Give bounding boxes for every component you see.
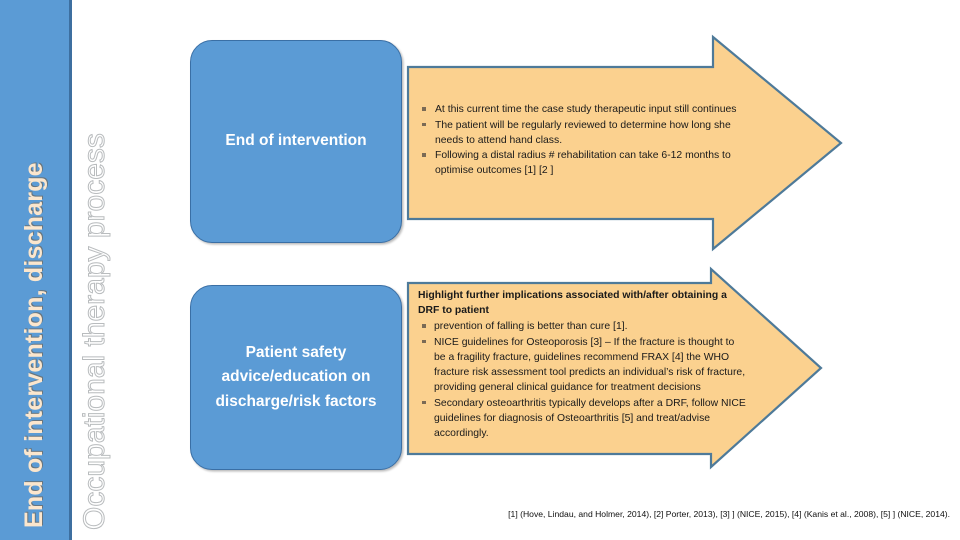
step-box-patient-safety[interactable]: Patient safety advice/education on disch… <box>190 285 402 470</box>
arrow-shape-1: At this current time the case study ther… <box>405 30 845 260</box>
list-item: prevention of falling is better than cur… <box>418 319 748 334</box>
arrow-1-content: At this current time the case study ther… <box>418 102 748 179</box>
section-band-label: End of intervention, discharge <box>20 162 48 528</box>
section-band: End of intervention, discharge <box>0 0 72 540</box>
list-item: NICE guidelines for Osteoporosis [3] – I… <box>418 335 748 395</box>
list-item: At this current time the case study ther… <box>418 102 748 117</box>
arrow-shape-2: Highlight further implications associate… <box>405 266 825 480</box>
arrow-2-content: Highlight further implications associate… <box>418 288 748 441</box>
step-box-end-of-intervention[interactable]: End of intervention <box>190 40 402 243</box>
process-title: Occupational therapy process <box>78 133 112 531</box>
list-item: The patient will be regularly reviewed t… <box>418 118 748 148</box>
footer-citations: [1] (Hove, Lindau, and Holmer, 2014), [2… <box>508 509 950 519</box>
list-item: Secondary osteoarthritis typically devel… <box>418 396 748 441</box>
arrow-2-bullet-list: prevention of falling is better than cur… <box>418 319 748 441</box>
arrow-1-graphic <box>406 34 843 252</box>
arrow-1-bullet-list: At this current time the case study ther… <box>418 102 748 178</box>
arrow-2-graphic <box>406 266 823 470</box>
arrow-2-lead: Highlight further implications associate… <box>418 290 727 317</box>
list-item: Following a distal radius # rehabilitati… <box>418 148 748 178</box>
